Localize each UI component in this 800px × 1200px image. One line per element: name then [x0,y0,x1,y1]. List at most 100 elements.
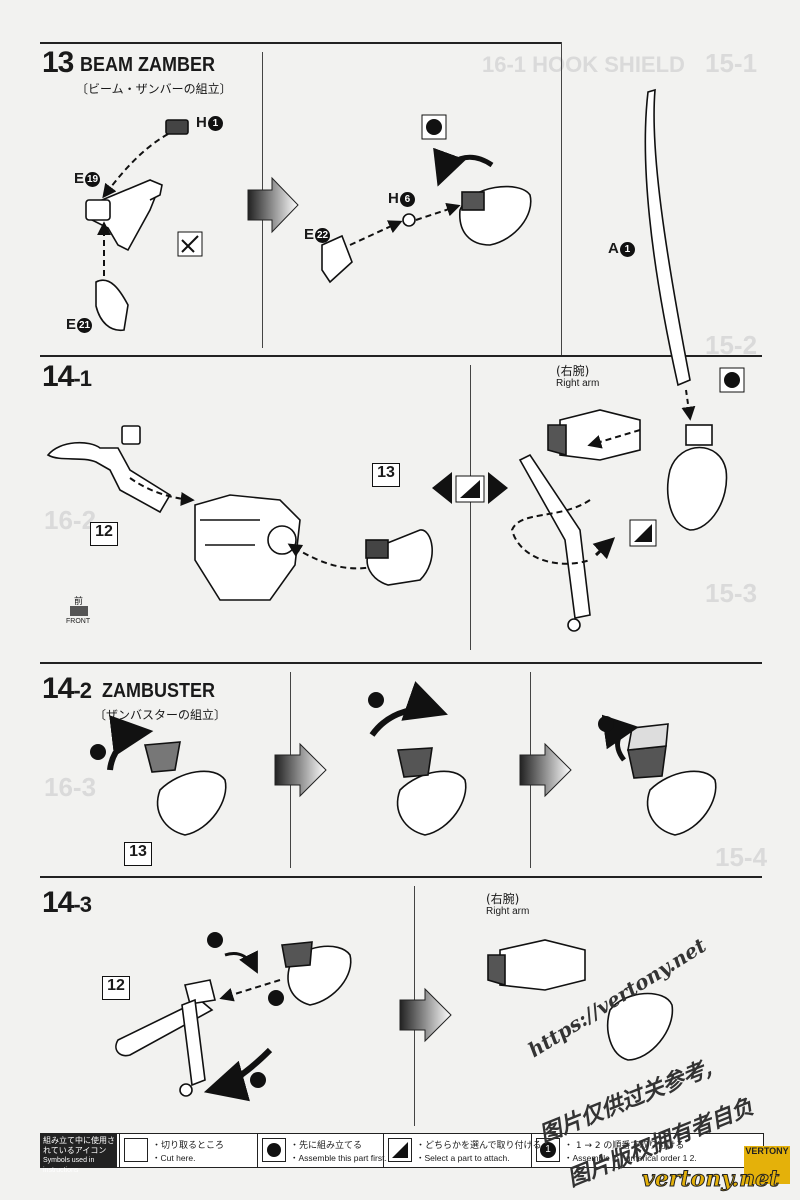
arrow-h1 [102,133,169,199]
legend-order-en: ・Assemble in numerical order 1 2. [564,1153,697,1163]
rotate-arrow-14-2-2 [369,681,448,737]
legend-item-cut: ・切り取るところ ・Cut here. [119,1134,258,1167]
select-part-icon-14-1 [432,472,508,504]
section-14-2-border [40,662,762,664]
front-en: FRONT [66,618,91,625]
legend-select-jp: ・どちらかを選んで取り付ける [416,1141,542,1151]
legend-assemble-en: ・Assemble this part first. [290,1153,387,1163]
step-badge-14-3-3 [268,990,284,1006]
ref-box-12-b: 12 [102,976,130,1000]
step-badge-1 [90,744,106,760]
rifle-drawing-14-1b [518,453,591,632]
arrow-14-1-rifle [129,477,195,506]
legend-header-en: Symbols used in instructions [43,1157,95,1174]
arrow-h6 [415,202,461,221]
arrow-14-1-loop [510,499,591,565]
zamber-unit-drawing [365,529,433,586]
ghost-15-1: 15-1 [705,48,758,78]
ref-box-12: 12 [90,522,118,546]
rotate-arrow-14-3-1 [203,1047,273,1102]
zambuster-step1 [143,741,227,836]
ghost-hook-shield: 16-1 HOOK SHIELD [482,52,685,77]
legend-item-select: ・どちらかを選んで取り付ける ・Select a part to attach. [383,1134,542,1167]
zambuster-step3 [627,723,717,836]
divider-14-1 [470,365,471,650]
saber-hilt-drawing [85,119,189,331]
step-14-2-title: ZAMBUSTER [102,680,215,702]
legend-header: 組み立て中に使用されているアイコン Symbols used in instru… [41,1134,117,1174]
step-13-subtitle: 〔ビーム・ザンバーの組立〕 [76,82,232,96]
rifle-drawing-14-1 [46,425,172,514]
legend-cut-en: ・Cut here. [152,1153,196,1163]
legend-header-jp: 組み立て中に使用されているアイコン [43,1136,115,1155]
front-arrow-icon [70,606,88,616]
step-badge-14-3-1 [250,1072,266,1088]
cut-here-icon-13 [177,231,203,257]
rotate-arrow-14-3-2 [224,950,258,974]
right-arm-jp: (右腕) [556,364,590,378]
rotate-arrow-14-2-1 [107,715,154,771]
legend-item-assemble-first: ・先に組み立てる ・Assemble this part first. [257,1134,387,1167]
front-indicator: 前 FRONT [64,594,96,628]
numbered-order-icon: 1 [536,1138,560,1162]
right-arm-en-b: Right arm [486,906,530,917]
right-arm-drawing-14-1 [547,409,641,461]
ref-box-13-b: 13 [124,842,152,866]
brand-text: VERTONY [745,1146,789,1156]
shield-drawing-14-1 [667,424,728,531]
section-13-right-border [561,42,562,356]
arrow-arm-14-1 [587,429,641,449]
ghost-15-3: 15-3 [705,578,758,608]
step-13-title: BEAM ZAMBER [80,54,215,76]
ghost-15-4: 15-4 [715,842,768,872]
legend-cut-jp: ・切り取るところ [152,1141,225,1151]
cut-here-icon [124,1138,148,1162]
legend-assemble-jp: ・先に組み立てる [290,1141,363,1151]
rotate-arrow-14-2-3 [601,714,639,762]
ref-box-13: 13 [372,463,400,487]
rotate-arrow-13 [433,147,494,187]
step-13-number: 13 [42,46,74,79]
next-arrow-14-2a [274,742,327,798]
step-badge-3 [598,716,614,732]
step-badge-2 [368,692,384,708]
zambuster-drawing-14-3 [281,941,352,1006]
ghost-16-3: 16-3 [44,772,97,802]
step-14-3-number: 14-3 [42,886,92,919]
step-badge-14-3-2 [207,932,223,948]
torso-drawing [194,494,301,601]
legend-order-jp: ・ 1 → 2 の順番で取り付ける [564,1141,685,1151]
rifle-drawing-14-3 [115,979,216,1097]
right-arm-jp-b: (右腕) [486,892,520,906]
assemble-first-icon [262,1138,286,1162]
arrow-14-3-attach [219,979,281,1002]
step-14-2-number: 14-2 [42,672,92,705]
right-arm-drawing-14-3 [487,939,674,1061]
vertony-logo: VERTONY [744,1146,790,1184]
step-14-1-number: 14-1 [42,360,92,393]
arrow-blade [681,389,696,421]
symbol-legend: 組み立て中に使用されているアイコン Symbols used in instru… [40,1133,764,1174]
section-14-1-border [40,355,762,357]
select-part-icon-14-1b [629,519,657,547]
select-part-icon [388,1138,412,1162]
next-arrow-14-3 [399,987,452,1043]
section-13-border [40,42,562,44]
next-arrow-14-2b [519,742,572,798]
front-jp: 前 [74,597,84,607]
arrow-14-1-attach [592,537,616,560]
legend-select-en: ・Select a part to attach. [416,1153,510,1163]
grip-drawing [321,185,532,284]
next-arrow-13 [247,176,299,234]
blade-drawing [644,88,691,387]
section-14-3-border [40,876,762,878]
legend-item-order: 1 ・ 1 → 2 の順番で取り付ける ・Assemble in numeric… [531,1134,764,1167]
arrow-e22 [349,220,403,246]
